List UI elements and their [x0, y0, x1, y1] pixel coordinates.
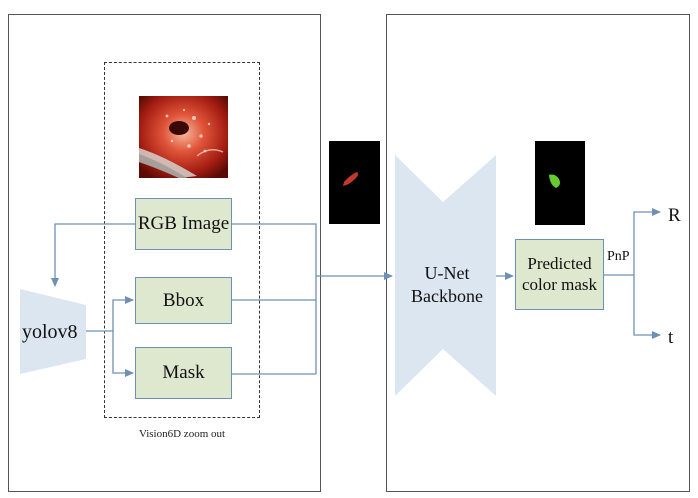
mask-box: Mask	[135, 347, 232, 399]
unet-block	[395, 155, 496, 396]
vision6d-caption: Vision6D zoom out	[138, 428, 226, 440]
predicted-color-mask-box: Predicted color mask	[515, 239, 604, 310]
rgb-to-yolo-arrow	[51, 223, 135, 287]
yolo-to-bbox-arrow	[86, 296, 134, 332]
rotation-output-label: R	[668, 205, 681, 226]
yolov8-label: yolov8	[22, 321, 78, 343]
tissue-image	[139, 96, 228, 178]
prediction-label-line1: Predicted	[527, 254, 592, 274]
yolo-to-mask-arrow	[112, 331, 134, 377]
unet-label-line1: U-Net	[424, 263, 470, 283]
red-mask-thumbnail	[329, 141, 380, 224]
pnp-label: PnP	[607, 249, 630, 264]
rgb-image-box: RGB Image	[135, 198, 232, 250]
translation-output-label: t	[668, 327, 674, 348]
prediction-label-line2: color mask	[521, 274, 598, 294]
vision6d-group	[104, 62, 260, 418]
green-mask-thumbnail	[535, 141, 585, 225]
split-to-t-arrow	[633, 275, 661, 339]
left-panel	[8, 14, 321, 492]
unet-label: U-Net Backbone	[400, 262, 494, 307]
yolov8-block	[20, 289, 86, 374]
rgb-to-merge-line	[232, 223, 317, 374]
split-to-r-arrow	[633, 208, 661, 275]
bbox-box: Bbox	[135, 277, 232, 324]
unet-label-line2: Backbone	[411, 285, 483, 306]
